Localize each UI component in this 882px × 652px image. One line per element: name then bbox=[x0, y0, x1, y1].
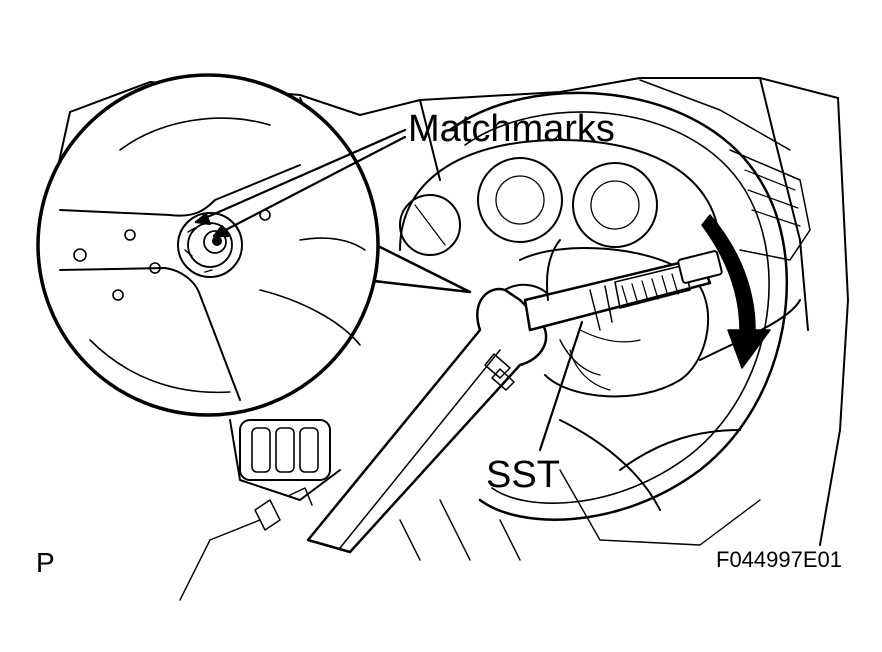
sst-leader bbox=[538, 320, 584, 452]
matchmarks-label: Matchmarks bbox=[408, 108, 615, 150]
sst-tool bbox=[523, 239, 723, 376]
matchmarks-leaders bbox=[194, 128, 407, 238]
rotation-arrow bbox=[701, 214, 771, 369]
page-marker: P bbox=[36, 547, 55, 578]
instrument-cluster bbox=[399, 139, 721, 256]
lower-dashboard bbox=[179, 419, 761, 601]
magnified-callout bbox=[36, 73, 472, 417]
sst-label: SST bbox=[486, 454, 560, 496]
steering-wheel bbox=[448, 91, 801, 521]
figure-id: F044997E01 bbox=[716, 547, 842, 572]
